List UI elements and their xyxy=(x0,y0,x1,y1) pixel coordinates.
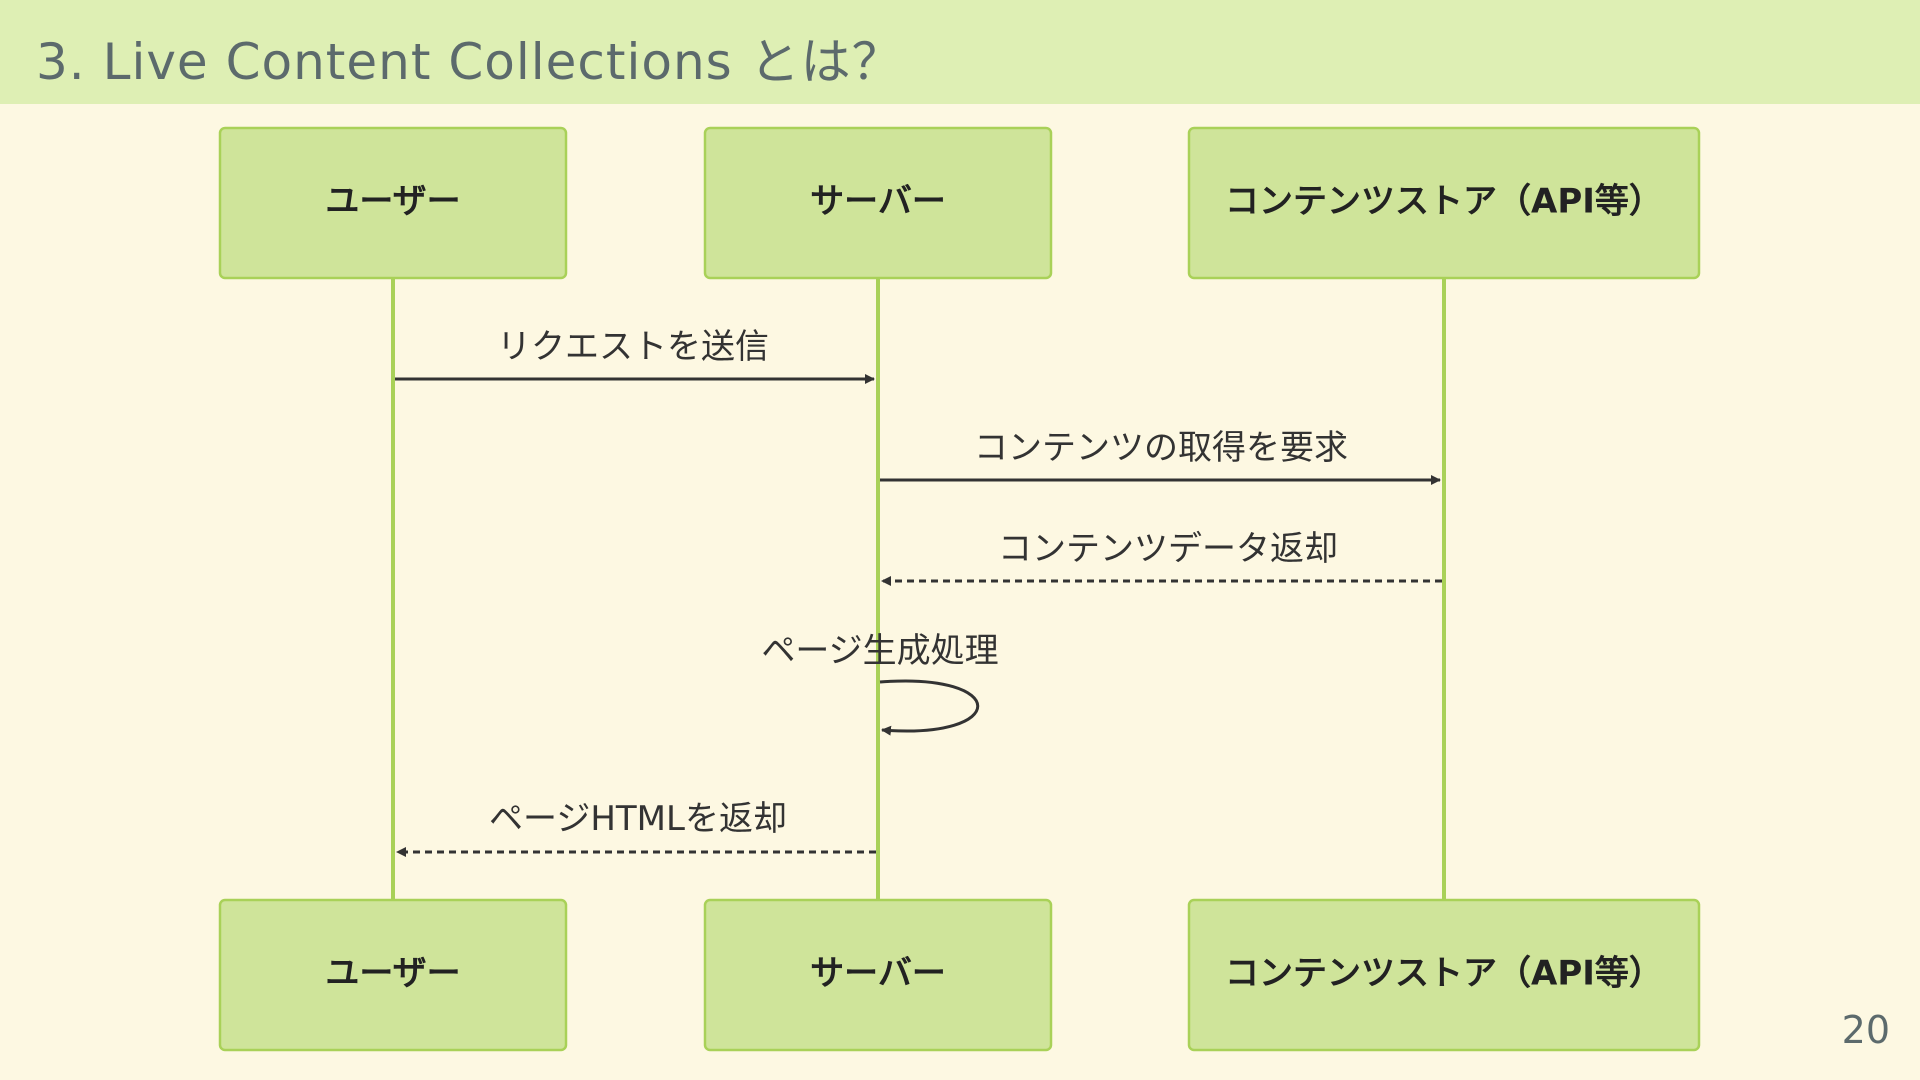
message-return-content-data: コンテンツデータ返却 xyxy=(881,529,1442,586)
slide-header: 3. Live Content Collections とは？ xyxy=(0,0,1920,104)
participant-server-label: サーバー xyxy=(810,954,946,994)
slide-title: 3. Live Content Collections とは？ xyxy=(36,33,903,91)
message-request-content: コンテンツの取得を要求 xyxy=(880,428,1441,485)
message-generate-page: ページ生成処理 xyxy=(761,631,999,736)
participant-user-bottom: ユーザー xyxy=(218,898,568,1052)
participant-server-top: サーバー xyxy=(703,126,1053,280)
participant-content-store-top: コンテンツストア（API等） xyxy=(1187,126,1701,280)
participant-user-label: ユーザー xyxy=(325,182,460,222)
participant-user-label: ユーザー xyxy=(325,954,460,994)
message-label: ページ生成処理 xyxy=(761,631,998,671)
participant-server-label: サーバー xyxy=(810,182,946,222)
message-label: コンテンツデータ返却 xyxy=(998,529,1338,569)
message-send-request: リクエストを送信 xyxy=(395,327,875,384)
message-label: コンテンツの取得を要求 xyxy=(974,428,1348,468)
participant-content-store-bottom: コンテンツストア（API等） xyxy=(1187,898,1701,1052)
message-return-page-html: ページHTMLを返却 xyxy=(396,799,876,857)
page-number: 20 xyxy=(1841,1008,1890,1052)
participant-user-top: ユーザー xyxy=(218,126,568,280)
self-loop-arrow xyxy=(879,679,980,736)
message-label: ページHTMLを返却 xyxy=(489,799,787,839)
participant-server-bottom: サーバー xyxy=(703,898,1053,1052)
message-label: リクエストを送信 xyxy=(497,327,769,367)
participant-content-store-label: コンテンツストア（API等） xyxy=(1225,182,1663,222)
participant-content-store-label: コンテンツストア（API等） xyxy=(1225,954,1663,994)
